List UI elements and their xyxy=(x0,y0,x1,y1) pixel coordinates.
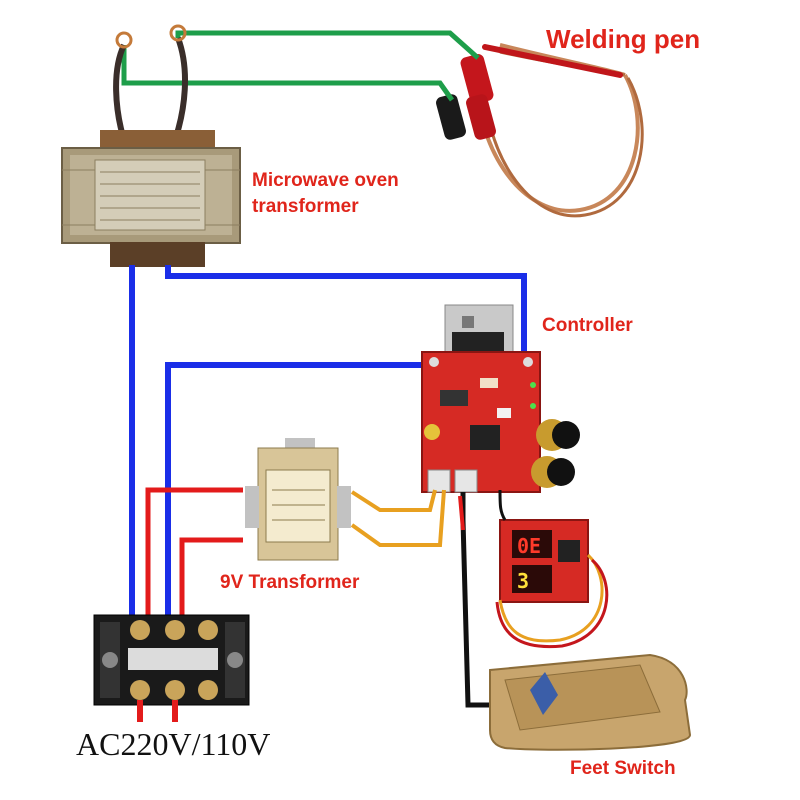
microwave-oven-transformer xyxy=(61,24,241,267)
green-wires xyxy=(121,30,480,102)
microwave-label-line1: Microwave oven xyxy=(252,170,399,191)
mains-leads xyxy=(137,700,178,722)
mains-voltage-label: AC220V/110V xyxy=(76,726,271,762)
display-module xyxy=(499,519,589,603)
controller-board xyxy=(421,304,580,493)
controller-display-cables xyxy=(495,489,609,649)
orange-wires xyxy=(350,489,446,547)
display-bottom-digits: 3 xyxy=(517,569,529,593)
display-top-digits: 0E xyxy=(517,534,541,558)
welding-pen xyxy=(436,43,644,218)
blue-wires xyxy=(129,265,527,632)
welding-pen-label: Welding pen xyxy=(546,24,701,54)
controller-label: Controller xyxy=(542,315,633,336)
microwave-label-line2: transformer xyxy=(252,196,359,217)
terminal-block xyxy=(93,614,250,706)
red-wires xyxy=(145,487,243,632)
9v-transformer-label: 9V Transformer xyxy=(220,572,360,593)
9v-transformer xyxy=(245,438,351,561)
foot-switch-cable xyxy=(458,492,500,708)
feet-switch-label: Feet Switch xyxy=(570,758,676,779)
feet-switch xyxy=(489,653,692,751)
microwave-transformer-label: Microwave oven transformer xyxy=(252,168,399,220)
